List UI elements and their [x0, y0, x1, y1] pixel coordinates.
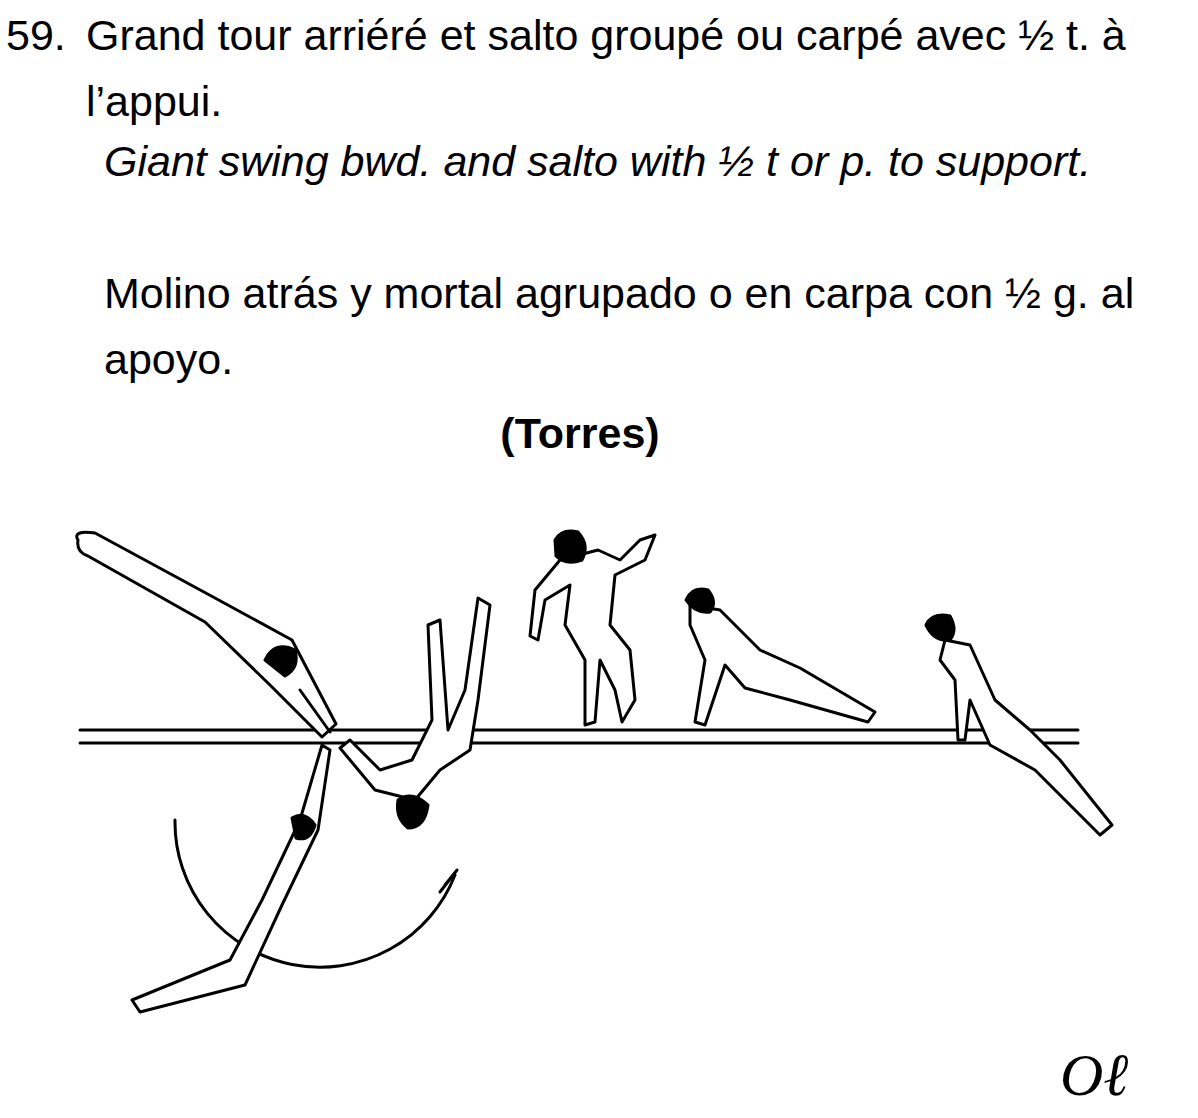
gymnast-head: [926, 615, 954, 640]
gymnast-head: [686, 589, 714, 612]
gymnast-figure: [690, 605, 875, 725]
gymnast-arm: [300, 690, 330, 732]
gymnast-head: [555, 531, 585, 562]
spanish-description: Molino atrás y mortal agrupado o en carp…: [104, 260, 1190, 392]
value-symbol: Oℓ: [1060, 1040, 1190, 1110]
gymnast-figure: [940, 640, 1112, 835]
gymnast-figure: [340, 598, 490, 800]
gymnast-figure: [77, 532, 336, 737]
swing-arc: [175, 820, 455, 967]
gymnast-head: [292, 815, 315, 839]
element-name: (Torres): [380, 400, 780, 466]
bar: [80, 742, 1078, 745]
gymnast-head: [265, 647, 296, 676]
bar: [80, 729, 1078, 732]
gymnast-figure: [132, 745, 330, 1012]
element-number: 59.: [6, 2, 86, 68]
gymnast-figure: [530, 535, 655, 725]
arc-arrowhead: [440, 870, 457, 892]
english-description: Giant swing bwd. and salto with ½ t or p…: [104, 128, 1190, 194]
french-description: Grand tour arriéré et salto groupé ou ca…: [86, 2, 1190, 134]
gymnast-head: [397, 796, 428, 828]
